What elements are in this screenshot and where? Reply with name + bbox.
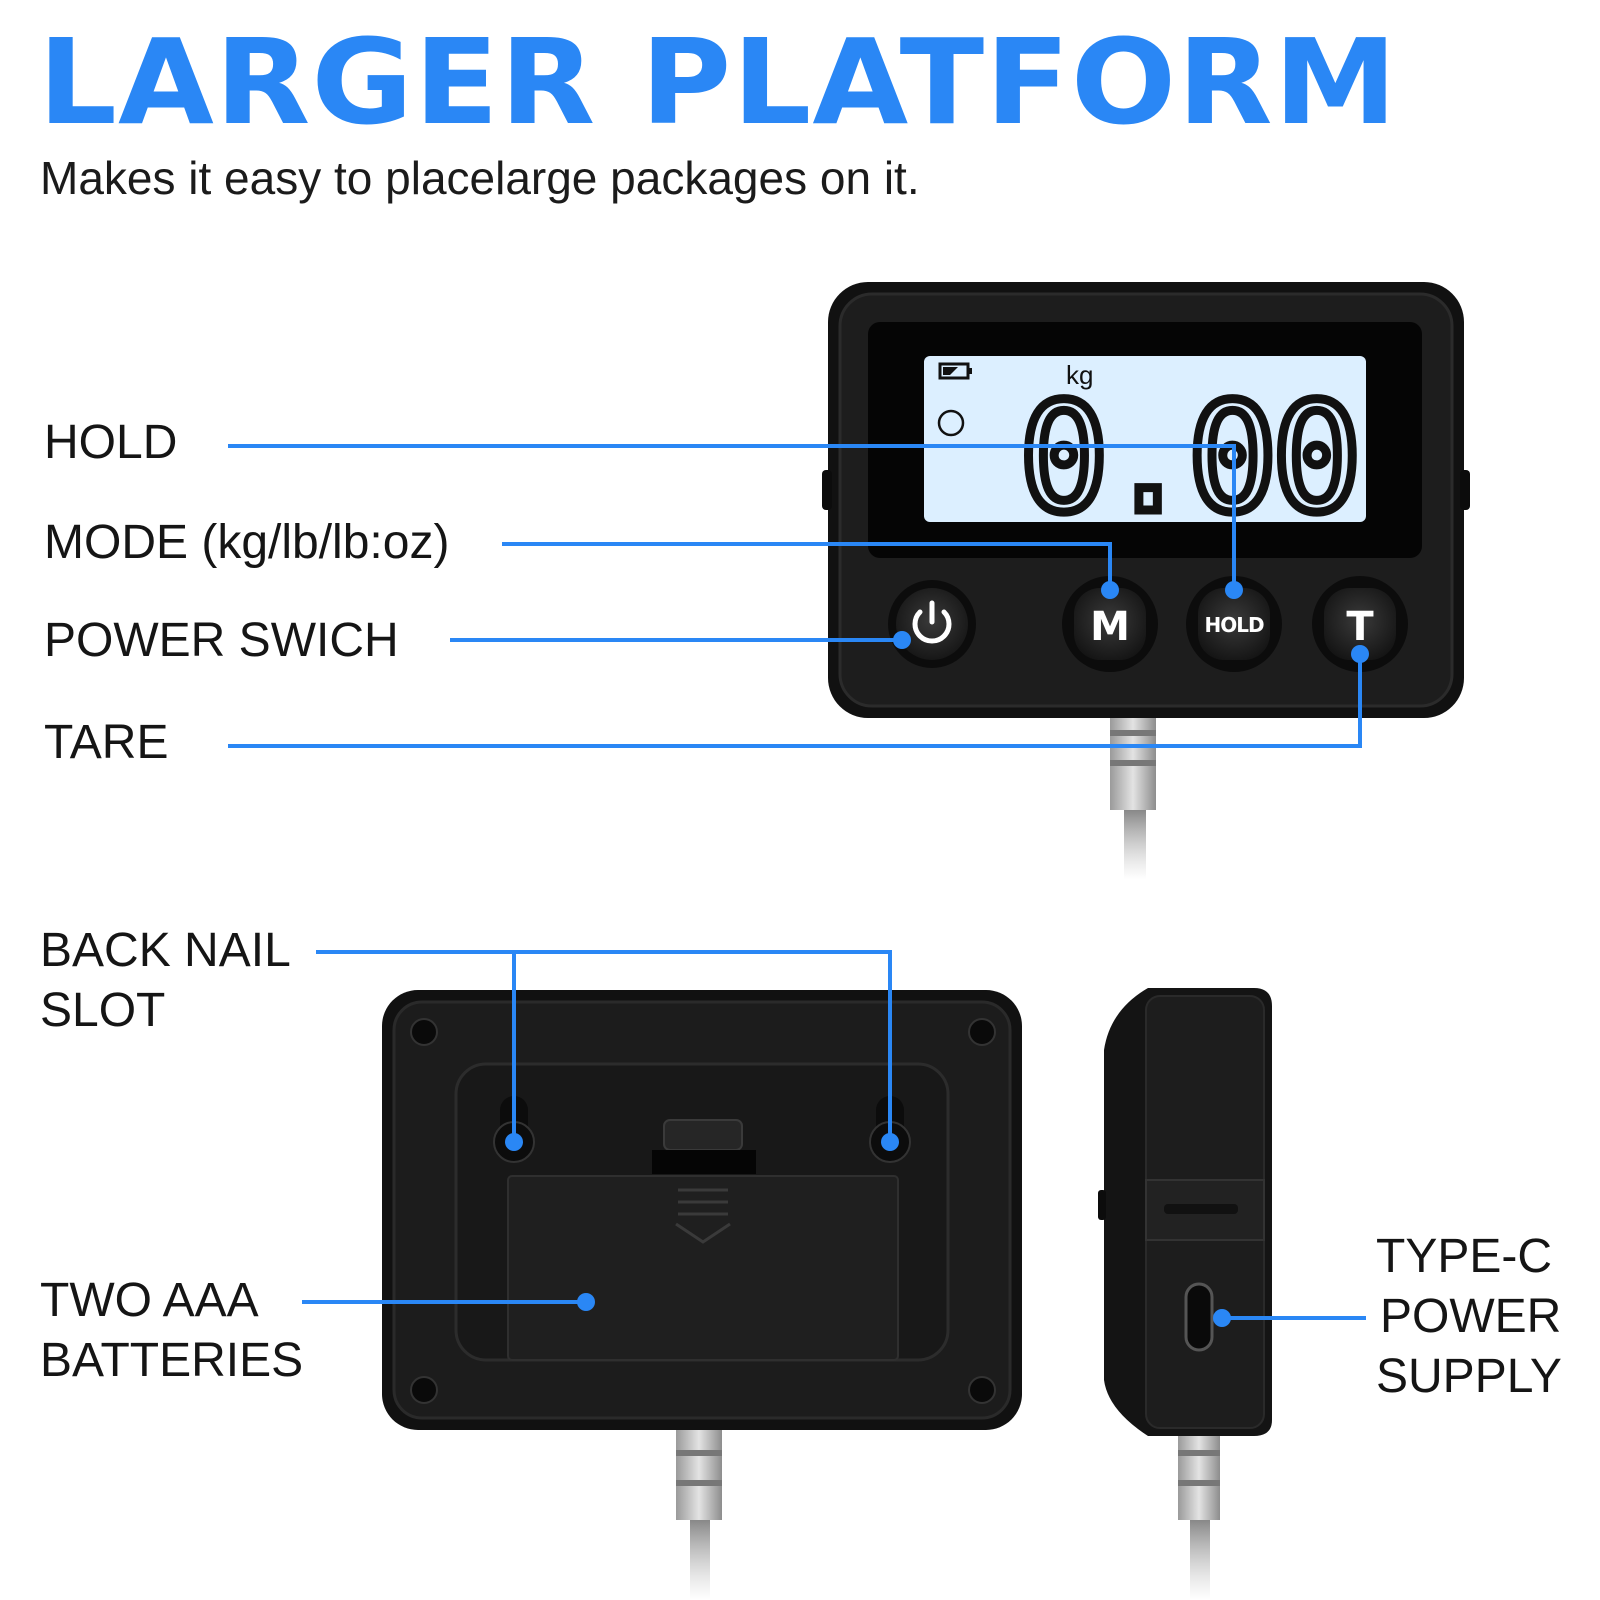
power-button[interactable]	[888, 580, 976, 668]
hold-label: HOLD	[44, 416, 178, 469]
lcd-reading: 0.00	[1019, 372, 1356, 546]
front-device: kg 0.00 M HOLD T	[822, 282, 1470, 880]
front-callouts	[228, 444, 1362, 748]
hold-button-label: HOLD	[1204, 613, 1263, 637]
battery-icon	[938, 362, 972, 380]
stable-indicator-icon	[937, 409, 965, 437]
side-cable	[1178, 1420, 1220, 1600]
front-cable	[1110, 700, 1156, 880]
front-callout-dots	[893, 581, 1369, 663]
nail-slot-label-line1: BACK NAIL	[40, 924, 291, 977]
tare-label: TARE	[44, 716, 169, 769]
lcd-screen	[924, 356, 1366, 522]
batteries-label-line1: TWO AAA	[40, 1274, 259, 1327]
mode-button-label: M	[1090, 604, 1130, 650]
subheadline: Makes it easy to placelarge packages on …	[40, 152, 920, 204]
hold-button[interactable]: HOLD	[1186, 576, 1282, 672]
back-device	[382, 990, 1022, 1600]
nail-slot-callout-line-right	[316, 950, 892, 1142]
nail-slot-label-line2: SLOT	[40, 984, 166, 1037]
type-c-port	[1184, 1282, 1214, 1352]
mode-button[interactable]: M	[1062, 576, 1158, 672]
battery-cover	[507, 1175, 899, 1361]
tare-button[interactable]: T	[1312, 576, 1408, 672]
hold-callout-line	[228, 444, 1236, 590]
typec-label-line3: SUPPLY	[1376, 1350, 1562, 1403]
power-switch-label: POWER SWICH	[44, 614, 399, 667]
mode-label: MODE (kg/lb/lb:oz)	[44, 516, 450, 569]
power-icon	[912, 600, 952, 644]
typec-label-line2: POWER	[1380, 1290, 1562, 1343]
tare-button-label: T	[1346, 604, 1374, 650]
tare-callout-line	[228, 654, 1362, 748]
back-cable	[676, 1420, 722, 1600]
headline: LARGER PLATFORM	[38, 13, 1399, 151]
typec-label-line1: TYPE-C	[1376, 1230, 1553, 1283]
batteries-label-line2: BATTERIES	[40, 1334, 304, 1387]
back-callouts	[302, 950, 1366, 1320]
side-device	[1098, 988, 1272, 1600]
mode-callout-line	[502, 542, 1112, 590]
back-callout-dots	[505, 1133, 1231, 1327]
lcd-unit: kg	[1066, 360, 1093, 390]
